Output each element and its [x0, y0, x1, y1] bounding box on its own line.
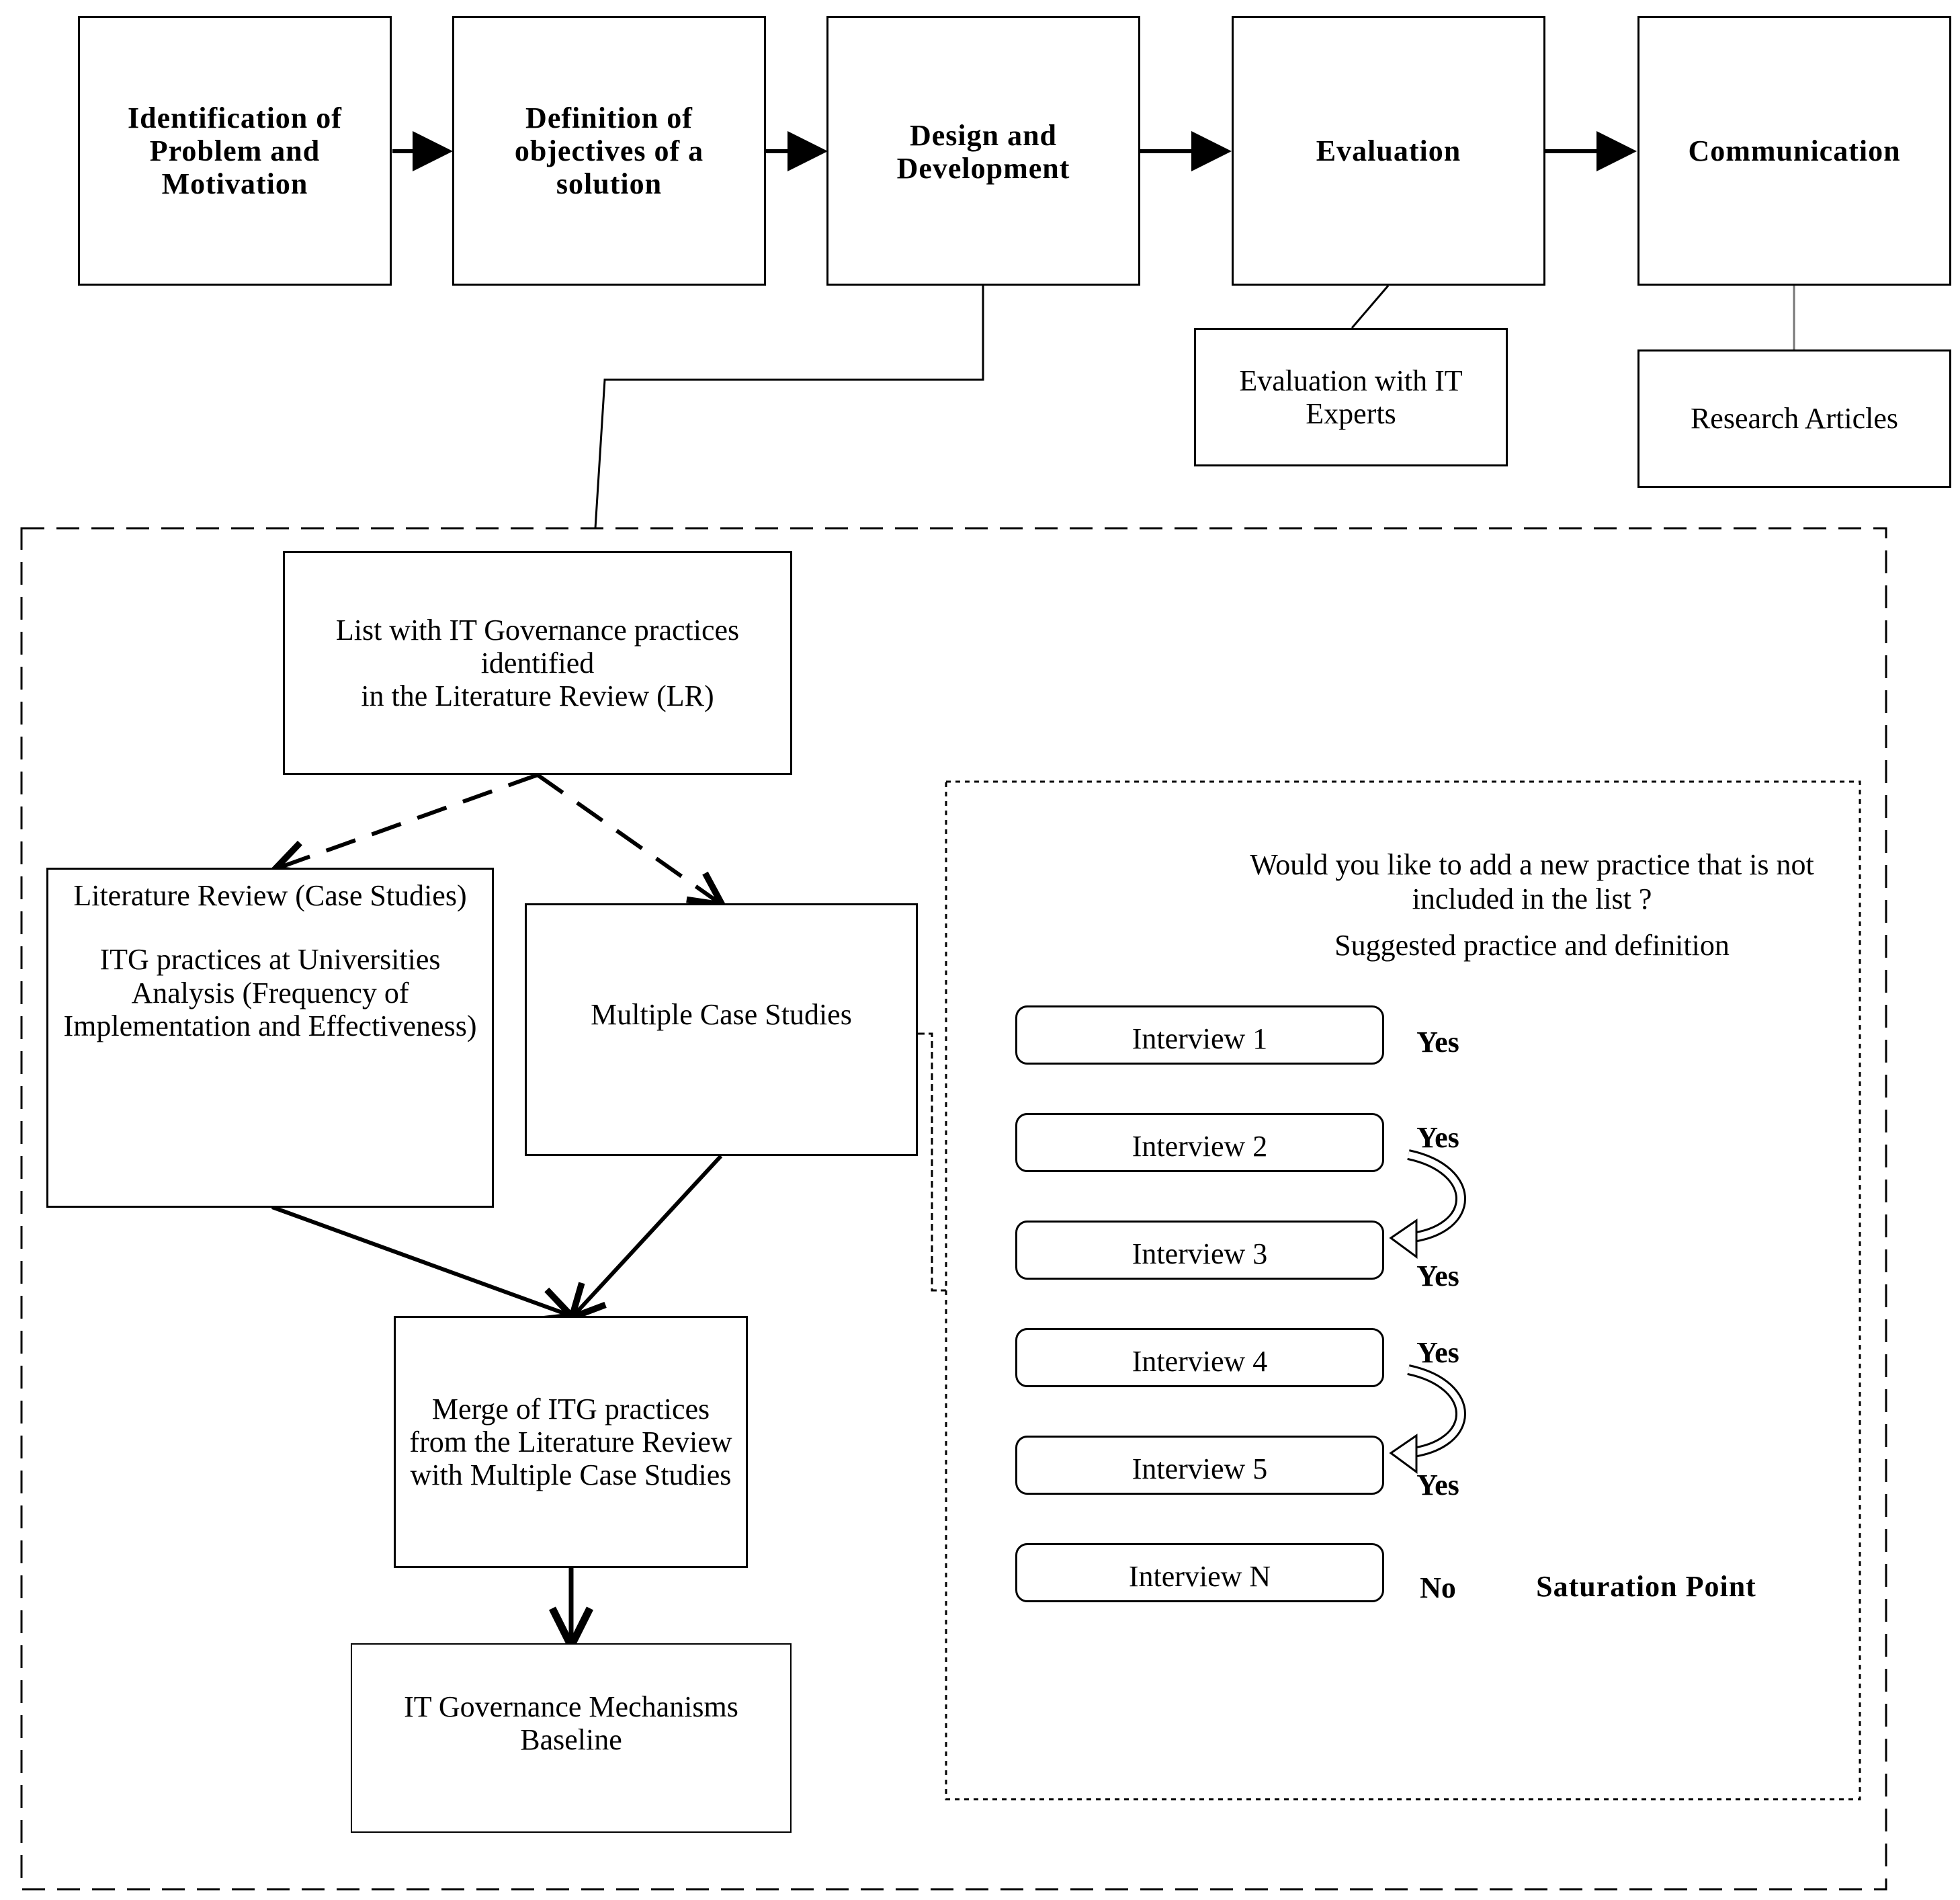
- interview-1-label: Interview 1: [1132, 1022, 1268, 1056]
- lr-list-line2: identified: [480, 646, 595, 679]
- step-evaluation-label: Evaluation: [1316, 134, 1461, 167]
- multiple-case-studies-box: Multiple Case Studies: [525, 903, 918, 1156]
- step-design: Design and Development: [826, 16, 1140, 286]
- lr-list-box: List with IT Governance practices identi…: [283, 551, 792, 775]
- interview-4: Interview 4: [1015, 1328, 1384, 1387]
- literature-review-body: ITG practices at Universities Analysis (…: [63, 943, 477, 1042]
- lr-list-line1: List with IT Governance practices: [335, 613, 740, 647]
- interview-n: Interview N: [1015, 1543, 1384, 1602]
- step-communication-label: Communication: [1688, 134, 1901, 167]
- design-detail-frame: [20, 527, 1887, 1891]
- research-articles-box: Research Articles: [1637, 349, 1951, 488]
- evaluation-connector: [1351, 285, 1390, 329]
- step-identification: Identification of Problem and Motivation: [78, 16, 392, 286]
- literature-review-box: Literature Review (Case Studies) ITG pra…: [46, 868, 494, 1208]
- answer-interview-1: Yes: [1416, 1026, 1459, 1059]
- step-design-label: Design and Development: [896, 119, 1070, 185]
- dashed-arrow-lit-review: [279, 773, 539, 868]
- interview-5: Interview 5: [1015, 1436, 1384, 1495]
- dashed-arrow-case-studies: [536, 773, 719, 903]
- case-bracket: [918, 1032, 946, 1292]
- answer-interview-2: Yes: [1416, 1121, 1459, 1154]
- lr-list-line3: in the Literature Review (LR): [361, 679, 714, 713]
- answer-interview-3: Yes: [1416, 1259, 1459, 1292]
- interview-5-label: Interview 5: [1132, 1452, 1268, 1486]
- curved-arrowhead-2-3: [1389, 1219, 1418, 1259]
- literature-review-title: Literature Review (Case Studies): [73, 879, 467, 912]
- step-evaluation: Evaluation: [1232, 16, 1545, 286]
- baseline-label: IT Governance Mechanisms Baseline: [404, 1690, 738, 1757]
- interview-1: Interview 1: [1015, 1005, 1384, 1065]
- arrow-case-to-merge: [574, 1154, 723, 1315]
- step-definition: Definition of objectives of a solution: [452, 16, 766, 286]
- answer-interview-4: Yes: [1416, 1336, 1459, 1369]
- step-communication: Communication: [1637, 16, 1951, 286]
- merge-box: Merge of ITG practices from the Literatu…: [394, 1316, 748, 1568]
- interview-4-label: Interview 4: [1132, 1345, 1268, 1378]
- interview-2: Interview 2: [1015, 1113, 1384, 1172]
- answer-interview-5: Yes: [1416, 1469, 1459, 1501]
- answer-interview-n: No: [1420, 1571, 1456, 1604]
- research-articles-label: Research Articles: [1690, 402, 1899, 436]
- step-definition-label: Definition of objectives of a solution: [514, 101, 704, 201]
- interview-3-label: Interview 3: [1132, 1237, 1268, 1271]
- question-text: Would you like to add a new practice tha…: [1250, 848, 1814, 915]
- saturation-point-label: Saturation Point: [1536, 1570, 1756, 1603]
- interview-3: Interview 3: [1015, 1221, 1384, 1280]
- curved-arrowhead-4-5: [1389, 1434, 1418, 1474]
- design-connector: [594, 286, 984, 529]
- evaluation-experts-label: Evaluation with IT Experts: [1239, 364, 1463, 430]
- interview-n-label: Interview N: [1128, 1560, 1271, 1594]
- multiple-case-studies-label: Multiple Case Studies: [591, 998, 852, 1031]
- step-identification-label: Identification of Problem and Motivation: [128, 101, 342, 201]
- evaluation-experts-box: Evaluation with IT Experts: [1194, 328, 1508, 466]
- merge-label: Merge of ITG practices from the Literatu…: [409, 1392, 732, 1492]
- interview-2-label: Interview 2: [1132, 1130, 1268, 1163]
- baseline-box: IT Governance Mechanisms Baseline: [351, 1643, 792, 1833]
- suggested-text: Suggested practice and definition: [1334, 929, 1730, 962]
- arrow-lit-to-merge: [271, 1205, 568, 1315]
